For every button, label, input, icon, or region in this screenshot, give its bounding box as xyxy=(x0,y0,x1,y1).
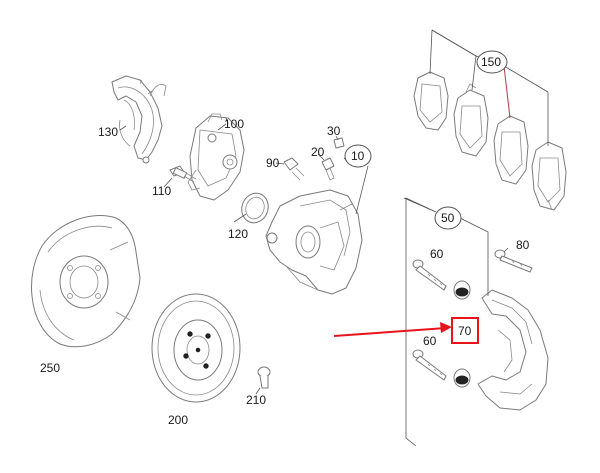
part-110-bolt xyxy=(169,165,197,183)
label-60-upper: 60 xyxy=(430,247,444,261)
highlight-box-70 xyxy=(451,317,479,344)
part-130-brake-cable xyxy=(111,75,167,164)
part-120-seal-ring xyxy=(241,192,269,224)
brake-pad-1 xyxy=(413,71,449,131)
bubble-150 xyxy=(476,50,508,74)
part-30-bleeder-cap xyxy=(333,137,345,149)
part-70-bushing-upper xyxy=(453,280,471,300)
part-200-brake-disc xyxy=(151,293,241,403)
part-90-bolt xyxy=(283,157,305,181)
bubble-50 xyxy=(434,206,462,230)
label-100: 100 xyxy=(224,117,244,131)
part-20-bleeder-valve xyxy=(321,157,335,181)
part-150-brake-pads xyxy=(413,71,567,211)
part-210-disc-screw xyxy=(257,366,271,389)
label-90: 90 xyxy=(266,156,280,170)
label-70: 70 xyxy=(458,324,472,338)
part-10-brake-caliper xyxy=(265,189,363,295)
label-150: 150 xyxy=(481,55,501,69)
part-60-guide-bolt-upper xyxy=(412,259,447,291)
label-200: 200 xyxy=(168,413,188,427)
part-50-caliper-carrier xyxy=(477,289,549,411)
brake-pad-4 xyxy=(531,141,567,211)
label-50: 50 xyxy=(441,211,455,225)
label-10: 10 xyxy=(351,149,365,163)
bubble-10 xyxy=(344,144,372,168)
label-80: 80 xyxy=(516,238,530,252)
part-80-carrier-bolt xyxy=(494,249,533,273)
label-120: 120 xyxy=(228,227,248,241)
label-30: 30 xyxy=(327,124,341,138)
part-100-parking-brake-motor xyxy=(187,113,245,201)
label-110: 110 xyxy=(152,184,171,198)
brake-pad-3 xyxy=(493,115,529,185)
label-130: 130 xyxy=(98,125,118,139)
part-70-bushing-lower xyxy=(453,368,471,388)
label-60-lower: 60 xyxy=(423,334,437,348)
part-250-dust-shield xyxy=(31,215,141,348)
highlight-arrow xyxy=(333,322,452,337)
label-250: 250 xyxy=(40,361,60,375)
label-20: 20 xyxy=(311,145,325,159)
brake-pad-2 xyxy=(453,83,489,157)
part-60-guide-bolt-lower xyxy=(412,349,447,381)
label-210: 210 xyxy=(246,393,266,407)
